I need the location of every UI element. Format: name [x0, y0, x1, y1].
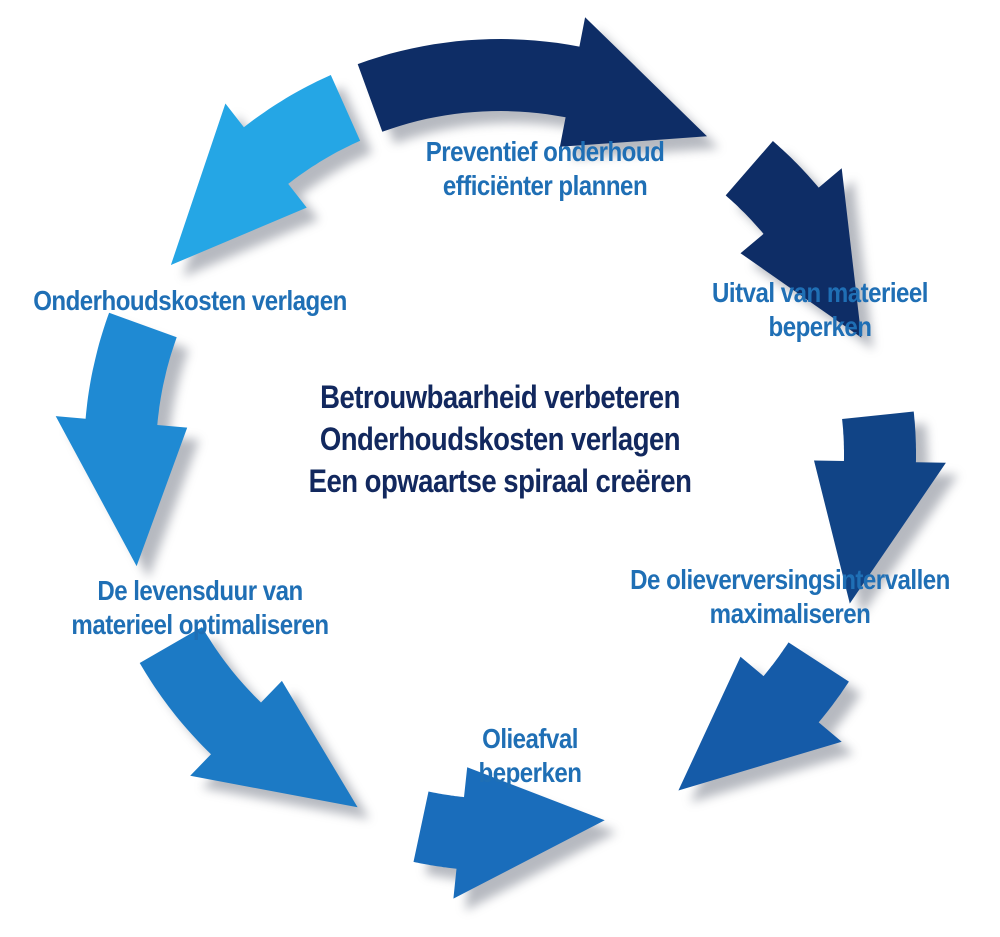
- arrow-body: [413, 767, 605, 899]
- arrow-lower-left-icon: [139, 627, 370, 820]
- arrow-body: [170, 75, 361, 265]
- arrow-body: [678, 642, 849, 791]
- center-line-onderhoudskosten: Onderhoudskosten verlagen: [319, 421, 681, 457]
- arrow-upper-right-icon: [725, 141, 874, 350]
- step-label-levensduur: De levensduur van materieel optimalisere…: [37, 574, 364, 642]
- arrow-upper-left-icon: [170, 75, 373, 277]
- arrow-top-icon: [357, 17, 719, 159]
- arrow-bottom-icon: [413, 767, 617, 911]
- step-label-line: Uitval van materieel: [712, 277, 928, 308]
- center-line-betrouwbaarheid: Betrouwbaarheid verbeteren: [320, 379, 680, 415]
- step-label-line: De olieverversingsintervallen: [630, 564, 950, 595]
- step-label-line: maximaliseren: [709, 598, 871, 629]
- step-label-line: beperken: [478, 757, 582, 788]
- step-label-line: beperken: [768, 311, 872, 342]
- step-label-onderhoudskosten: Onderhoudskosten verlagen: [27, 284, 354, 318]
- step-label-olieafval: Olieafval beperken: [427, 722, 633, 790]
- step-label-line: Onderhoudskosten verlagen: [33, 285, 347, 316]
- arrow-body: [357, 17, 707, 147]
- arrow-body: [55, 312, 188, 567]
- step-label-line: De levensduur van: [97, 575, 303, 606]
- arrow-body: [725, 141, 862, 338]
- step-label-line: efficiënter plannen: [442, 170, 648, 201]
- center-line-spiraal: Een opwaartse spiraal creëren: [308, 463, 692, 499]
- arrow-right-icon: [814, 411, 958, 616]
- step-label-olieverversingsintervallen: De olieverversingsintervallen maximalise…: [609, 563, 970, 631]
- step-label-line: Preventief onderhoud: [425, 136, 665, 167]
- step-label-preventief-onderhoud: Preventief onderhoud efficiënter plannen: [373, 135, 717, 203]
- arrow-body: [814, 411, 946, 604]
- step-label-line: materieel optimaliseren: [71, 609, 329, 640]
- arrow-lower-right-icon: [678, 642, 861, 803]
- step-label-uitval-materieel: Uitval van materieel beperken: [665, 276, 975, 344]
- arrow-left-icon: [55, 312, 200, 579]
- step-label-line: Olieafval: [482, 723, 578, 754]
- center-text: Betrouwbaarheid verbeteren Onderhoudskos…: [285, 376, 715, 502]
- arrow-body: [139, 627, 358, 808]
